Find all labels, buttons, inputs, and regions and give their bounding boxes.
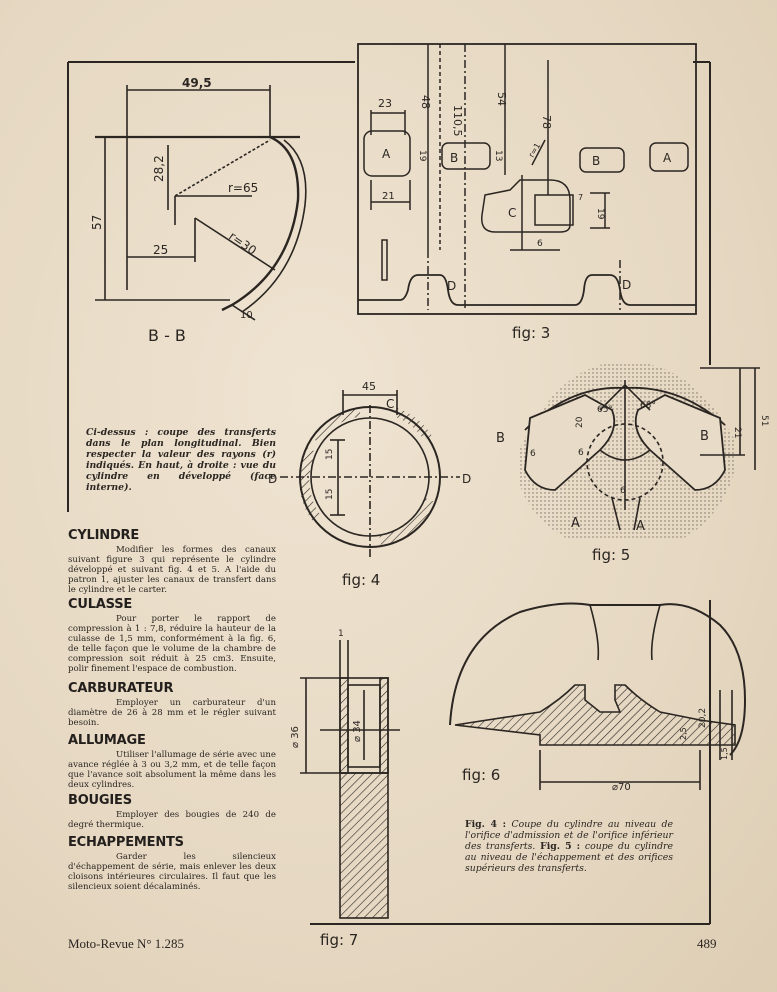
fig4-C: C (386, 397, 394, 411)
bb-label: B - B (148, 326, 186, 345)
figure-6 (449, 602, 747, 790)
section-carburateur: CARBURATEUR Employer un carburateur d'un… (68, 681, 276, 728)
caption-fig5-ref: Fig. 5 : (540, 841, 581, 852)
section-title: BOUGIES (68, 793, 132, 808)
fig5-A2: A (636, 519, 645, 534)
fig3-A2: A (663, 151, 672, 165)
fig5-B1: B (496, 431, 505, 446)
fig5-label: fig: 5 (592, 546, 630, 564)
fig3-label: fig: 3 (512, 324, 550, 342)
bb-r65: r=65 (228, 181, 258, 195)
fig5-B2: B (700, 429, 709, 444)
section-culasse: CULASSE Pour porter le rapport de compre… (68, 597, 276, 674)
fig3-d110: 110,5 (451, 105, 464, 137)
fig7-label: fig: 7 (320, 931, 358, 949)
section-text: Utiliser l'allumage de série avec une av… (68, 750, 276, 790)
footer-magazine: Moto-Revue N° 1.285 (68, 936, 185, 951)
fig3-d7: 7 (578, 193, 583, 202)
fig7-d1: 1 (338, 629, 344, 639)
page-number: 489 (697, 936, 717, 951)
bb-dim-mid: 28,2 (152, 155, 166, 182)
fig3-A1: A (382, 147, 391, 161)
bb-r10: 10 (240, 310, 253, 321)
fig5-d51: 51 (759, 415, 769, 426)
fig3-d54: 54 (495, 92, 508, 106)
fig5-d21: 21 (732, 427, 742, 438)
fig3-C: C (508, 206, 516, 220)
fig3-d19a: 19 (417, 150, 427, 162)
fig5-d6c: 6 (620, 486, 626, 496)
section-text: Employer des bougies de 240 de degré the… (68, 810, 276, 830)
fig3-B2: B (592, 154, 600, 168)
caption-right: Fig. 4 : Coupe du cylindre au niveau de … (465, 819, 673, 874)
fig6-d2: 2,5 (679, 727, 688, 740)
fig6-d20: 20,2 (698, 708, 708, 728)
section-title: ALLUMAGE (68, 733, 146, 748)
bb-r30: r=30 (226, 229, 259, 258)
figure-3 (357, 43, 697, 315)
section-bougies: BOUGIES Employer des bougies de 240 de d… (68, 793, 276, 830)
section-title: CARBURATEUR (68, 681, 174, 696)
fig6-d70: ⌀70 (612, 782, 631, 793)
fig4-label: fig: 4 (342, 571, 380, 589)
page-frame (67, 61, 711, 925)
bb-dim-25: 25 (153, 243, 168, 257)
fig3-d13: 13 (493, 150, 503, 161)
section-title: ECHAPPEMENTS (68, 835, 184, 850)
section-text: Pour porter le rapport de compression à … (68, 614, 276, 674)
fig3-d21: 21 (382, 191, 395, 202)
fig7-d36: ⌀ 36 (290, 726, 301, 748)
fig5-d6a: 6 (530, 449, 536, 459)
fig3-d23: 23 (378, 97, 392, 110)
caption-fig4-ref: Fig. 4 : (465, 819, 507, 830)
figure-bb (95, 85, 307, 321)
fig3-D2: D (622, 278, 631, 292)
figure-5 (518, 361, 760, 540)
fig5-A1: A (571, 516, 580, 531)
fig7-d34: ⌀ 34 (352, 720, 363, 742)
section-text: Garder les silencieux d'échappement de s… (68, 852, 276, 892)
bb-dim-top: 49,5 (182, 76, 212, 90)
fig6-d15: 1,5 (720, 747, 729, 760)
section-title: CULASSE (68, 597, 133, 612)
section-allumage: ALLUMAGE Utiliser l'allumage de série av… (68, 733, 276, 790)
fig5-a2: 65° (640, 401, 656, 411)
fig3-D1: D (447, 279, 456, 293)
fig4-D2: D (462, 472, 471, 486)
section-echappements: ECHAPPEMENTS Garder les silencieux d'éch… (68, 835, 276, 892)
section-text: Modifier les formes des canaux suivant f… (68, 545, 276, 595)
figure-4 (280, 390, 460, 560)
caption-fig5-text: coupe du cylindre au niveau de l'échappe… (465, 841, 673, 874)
figure-7 (300, 640, 400, 919)
fig5-d6b: 6 (578, 448, 584, 458)
fig3-d6: 6 (537, 239, 543, 249)
section-text: Employer un carburateur d'un diamètre de… (68, 698, 276, 728)
fig3-d19b: 19 (595, 208, 605, 220)
bb-dim-left: 57 (90, 215, 104, 230)
fig4-d45: 45 (362, 380, 376, 393)
fig3-B1: B (450, 151, 458, 165)
fig4-d15a: 15 (325, 449, 335, 460)
fig6-label: fig: 6 (462, 766, 500, 784)
fig4-d15b: 15 (325, 489, 335, 500)
section-title: CYLINDRE (68, 528, 140, 543)
fig3-d48: 48 (419, 95, 432, 109)
fig5-a1: 65° (597, 405, 613, 415)
fig5-d20: 20 (575, 416, 585, 428)
caption-fig4-text: Coupe du cylindre au niveau de l'orifice… (465, 819, 673, 852)
section-cylindre: CYLINDRE Modifier les formes des canaux … (68, 528, 276, 595)
caption-top: Ci-dessus : coupe des transferts dans le… (86, 427, 276, 493)
fig3-d78: 78 (540, 115, 553, 129)
fig4-D1: D (268, 472, 277, 486)
